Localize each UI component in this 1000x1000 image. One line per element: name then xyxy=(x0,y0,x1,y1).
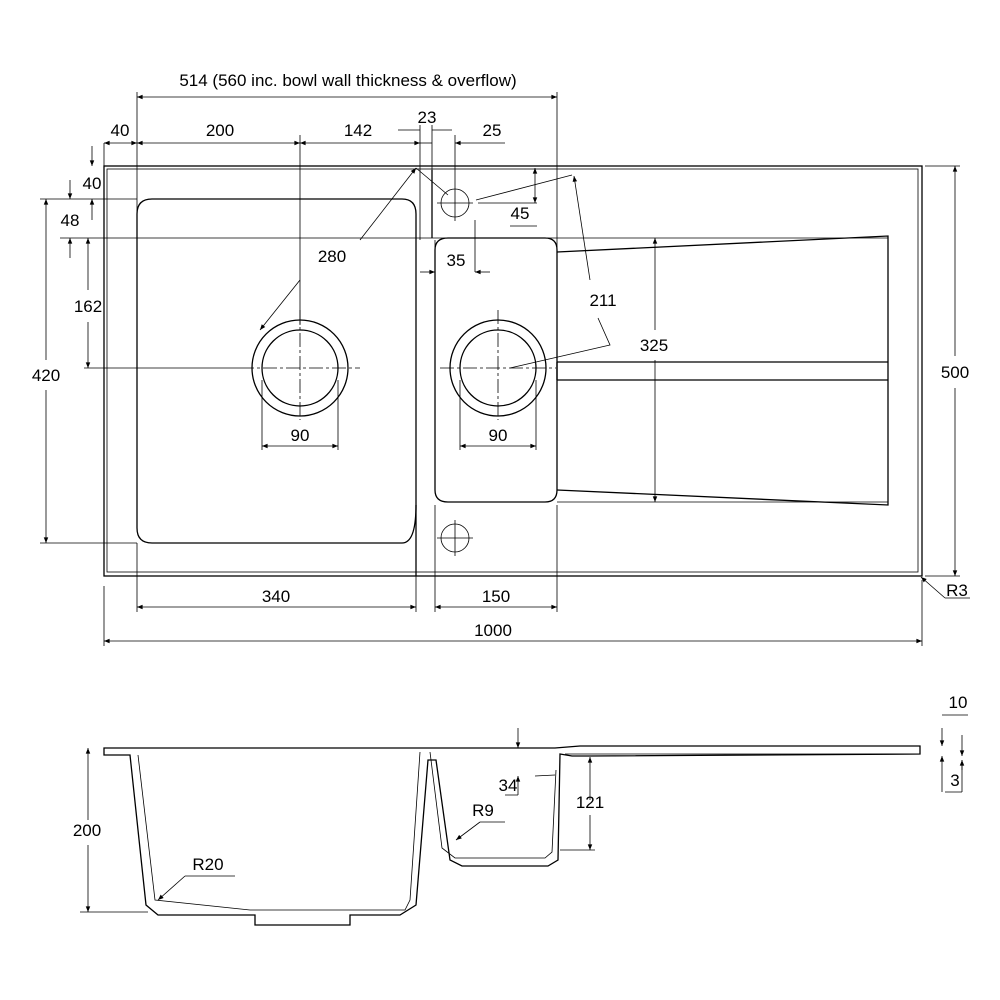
dim-small-radius: R9 xyxy=(472,801,494,820)
dim-overall-depth: 500 xyxy=(941,363,969,382)
waste-right xyxy=(440,310,556,420)
main-bowl xyxy=(136,198,417,544)
dim-small-bowl-length: 325 xyxy=(640,336,668,355)
dim-small-bowl-tap: 35 xyxy=(447,251,466,270)
drainer xyxy=(556,235,889,506)
tap-hole-bottom xyxy=(437,520,473,556)
dim-waste-dia-right: 90 xyxy=(489,426,508,445)
dim-waste-depth: 162 xyxy=(74,297,102,316)
dim-waste-dia-left: 90 xyxy=(291,426,310,445)
plan-view: 514 (560 inc. bowl wall thickness & over… xyxy=(32,71,970,646)
section-view: 10 34 121 3 R9 200 R20 xyxy=(73,693,968,926)
dim-divider-width: 23 xyxy=(418,108,437,127)
dim-small-bowl-step: 34 xyxy=(499,776,518,795)
dim-top-margin: 40 xyxy=(83,174,102,193)
dim-main-bowl-width: 340 xyxy=(262,587,290,606)
dim-overall-bowl-width: 514 (560 inc. bowl wall thickness & over… xyxy=(179,71,516,90)
small-bowl xyxy=(434,237,558,503)
dim-left-margin: 40 xyxy=(111,121,130,140)
sink-outline xyxy=(103,165,923,577)
dim-tap-offset: 25 xyxy=(483,121,502,140)
dim-main-depth: 200 xyxy=(73,821,101,840)
dim-tap-depth: 45 xyxy=(511,204,530,223)
dim-main-radius: R20 xyxy=(192,855,223,874)
tap-hole-top xyxy=(437,185,473,221)
dim-rim-thickness: 10 xyxy=(949,693,968,712)
dim-211: 211 xyxy=(589,291,616,310)
dim-waste-offset: 200 xyxy=(206,121,234,140)
waste-left xyxy=(240,310,360,420)
dim-overall-width: 1000 xyxy=(474,621,512,640)
dim-corner-radius: R3 xyxy=(946,581,968,600)
dim-bowl-length: 420 xyxy=(32,366,60,385)
dim-drainer-fall: 3 xyxy=(950,771,959,790)
dim-bowl-top-offset: 48 xyxy=(61,211,80,230)
dim-280: 280 xyxy=(318,247,346,266)
section-outline xyxy=(103,745,921,926)
dim-small-bowl-depth: 121 xyxy=(576,793,604,812)
dim-waste-to-divider: 142 xyxy=(344,121,372,140)
dim-small-bowl-width: 150 xyxy=(482,587,510,606)
